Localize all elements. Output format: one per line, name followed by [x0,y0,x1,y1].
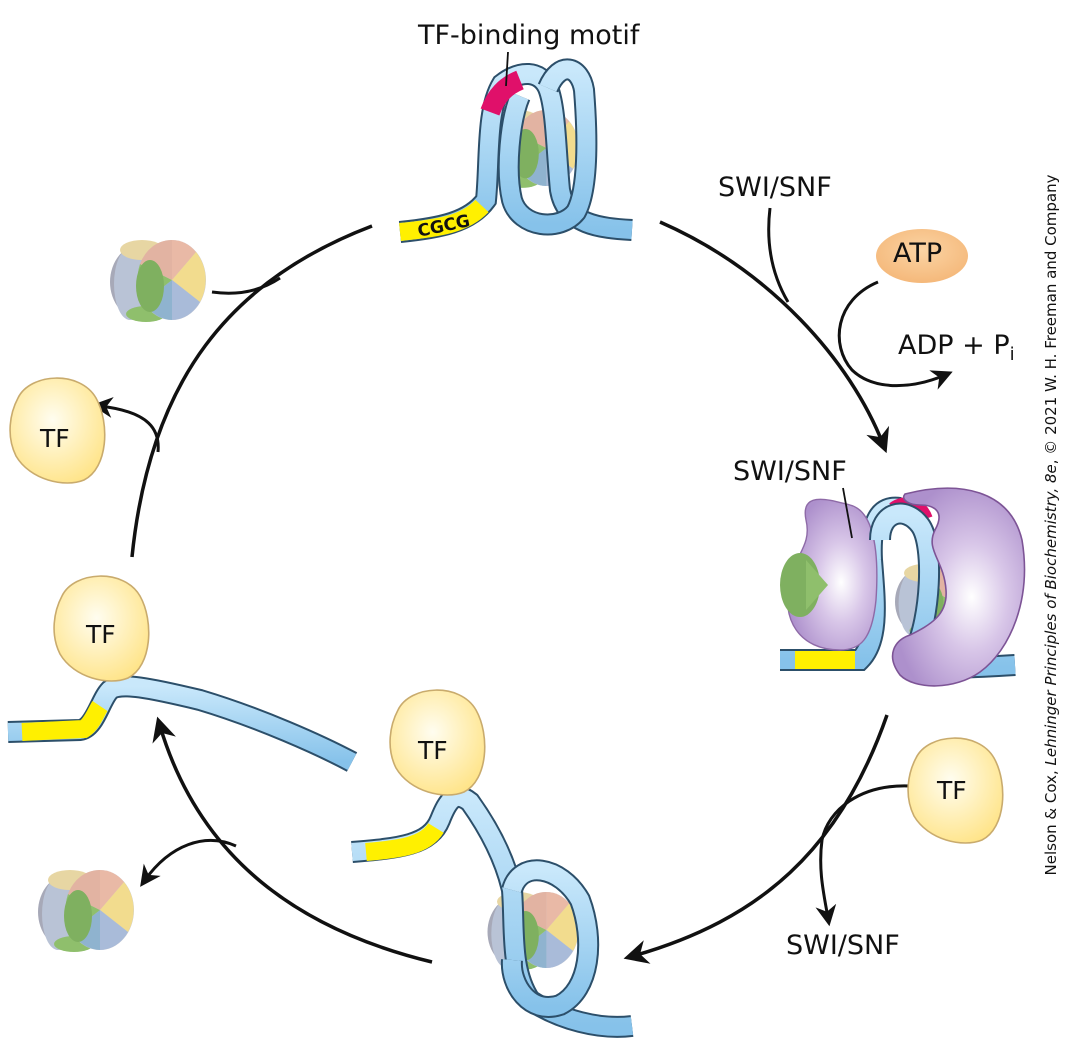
tf-bound-naked-dna [7,575,358,772]
swi-snf-joining-arrow [767,207,790,303]
swi-snf-label-complex: SWI/SNF [733,456,847,487]
cgcg-region [399,199,489,241]
atp-molecule [876,229,968,283]
cycle-arrow-top-left [130,224,373,558]
motif-pointer-line [505,51,509,87]
tf-label-top-left: TF [40,424,70,453]
swi-snf-release-arrow [815,784,911,927]
swi-snf-remodeling-complex [780,487,1026,687]
swi-snf-label-top: SWI/SNF [718,172,832,203]
tf-label-bottom-center: TF [418,736,448,765]
cycle-arrow-top-right [659,220,890,454]
tf-release-arrow [91,397,160,453]
tf-binding-motif-region [480,70,525,116]
nucleosome-top [398,58,633,243]
tf-bound-nucleosome [351,689,634,1038]
atp-hydrolysis-arrow [837,280,953,390]
adp-pi-text: ADP + P [898,330,1010,361]
swi-snf-label-released: SWI/SNF [786,930,900,961]
histone-joining-arrow [211,276,281,295]
copyright-credit: Nelson & Cox, Lehninger Principles of Bi… [1042,175,1060,876]
copyright-authors: Nelson & Cox, [1042,765,1060,876]
free-histone-octamer-top [110,239,206,322]
tf-binding-motif-label: TF-binding motif [418,20,640,51]
tf-label-right: TF [937,776,967,805]
free-histone-octamer-bottom [38,869,134,952]
adp-pi-subscript: i [1009,344,1015,365]
copyright-rest: , © 2021 W. H. Freeman and Company [1042,174,1060,465]
atp-label: ATP [893,238,943,269]
copyright-book-title: Lehninger Principles of Biochemistry, 8e [1042,464,1060,766]
swi-snf-pointer-line [842,487,853,539]
histone-release-arrow [140,838,237,887]
cycle-arrow-bottom-left [152,716,433,964]
cycle-arrow-bottom-right [623,714,889,964]
tf-label-left: TF [86,620,116,649]
adp-pi-label: ADP + Pi [898,330,1015,365]
